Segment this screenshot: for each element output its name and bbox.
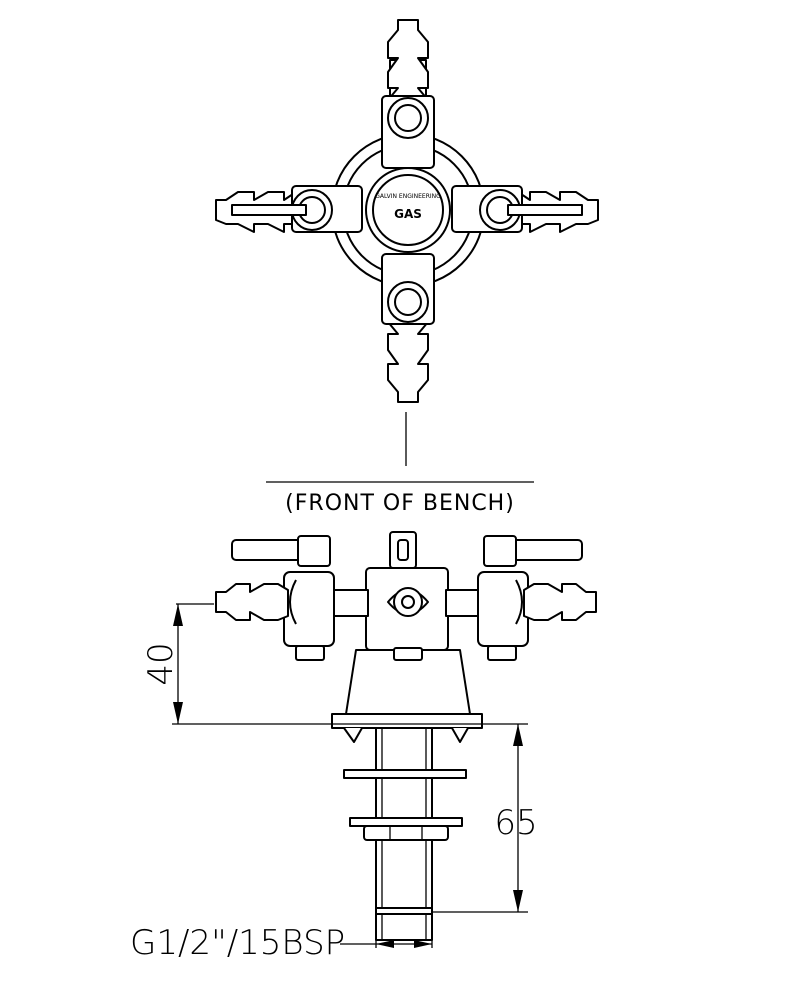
dimension-65: 65: [432, 724, 538, 913]
lever-left: [231, 539, 303, 561]
outlet-arm-west: [215, 185, 363, 233]
thread-callout: G1/2"/15BSP: [130, 923, 433, 963]
center-spindle: [393, 587, 423, 617]
plan-view: GAS GALVIN ENGINEERING (FRONT OF BENCH): [215, 19, 599, 516]
backnut: [363, 825, 449, 841]
bench-flange: [331, 713, 483, 729]
dimension-40-label: 40: [141, 642, 181, 685]
knob-label: GAS: [394, 207, 422, 221]
dimension-65-label: 65: [494, 803, 537, 843]
control-knob: [365, 167, 451, 253]
front-of-bench-label: (FRONT OF BENCH): [285, 491, 515, 516]
knob-maker-label: GALVIN ENGINEERING: [375, 193, 441, 200]
center-lever: [389, 531, 417, 569]
outlet-arm-east: [451, 185, 599, 233]
outlet-arm-north: [381, 19, 435, 169]
elevation-view: 40 65 G1/2"/15BSP: [130, 531, 597, 963]
washer-lower: [349, 817, 463, 827]
outlet-arm-south: [381, 253, 435, 403]
washer-upper: [343, 769, 467, 779]
lever-right: [511, 539, 583, 561]
dimension-40: 40: [141, 603, 214, 724]
elevation-outlet-right: [445, 535, 597, 661]
thread-spec-label: G1/2"/15BSP: [130, 923, 345, 963]
elevation-outlet-left: [215, 535, 369, 661]
